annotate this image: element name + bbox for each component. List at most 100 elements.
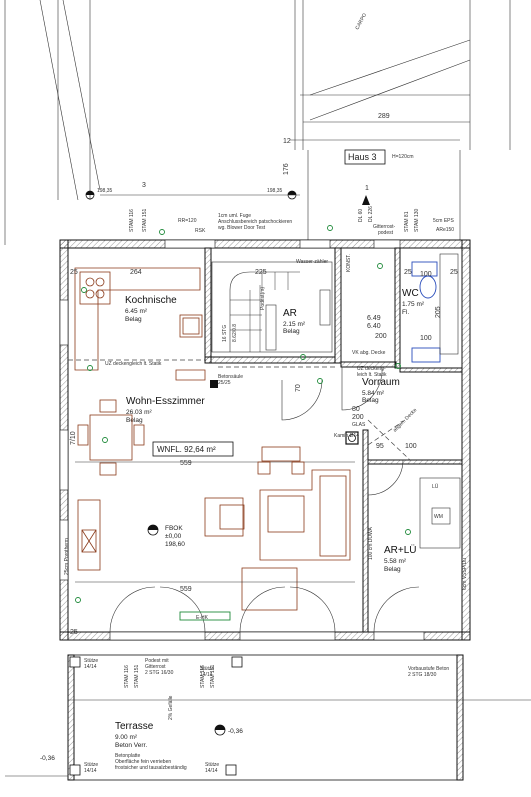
dim-25-c: 25 [450,269,458,276]
ehk-label: E-HK [196,615,209,621]
dim-100-a: 100 [420,335,432,342]
stam-116-top: STAM 116 [129,209,135,232]
stuetze-br-dim: 14/14 [205,768,218,774]
dim-25-a: 25 [70,269,78,276]
fbok-label: FBOK [165,525,183,532]
dim-205: 205 [435,306,442,318]
fbok-value-2: 198,60 [165,541,185,548]
house-badge [344,149,386,165]
uz-deckeng: UZ deckeng- [357,366,386,372]
room-terrasse-floor: Beton Verr. [115,742,147,749]
room-wohn-floor: Belag [126,417,143,424]
dim-25-b: 25 [404,269,412,276]
podest-mit: Podest mit [145,658,169,664]
stam-151-top: STAM 151 [142,209,148,232]
stg-bottom: 2 STG 16/30 [145,670,174,676]
abgeh-decke: abgeh. Decke [392,407,418,433]
fixture-markers [75,225,411,603]
dim-70: 70 [295,384,302,392]
room-kochnische-name: Kochnische [125,295,177,306]
elev-left: 198,35 [97,188,113,194]
chimney [345,431,359,445]
room-ar-area: 2.15 m² [283,321,306,328]
betonsaeule: Betonsäule [218,374,243,380]
dim-12: 12 [283,138,291,145]
axis-3: 3 [142,182,146,189]
kamin-label: Kamin Ø14 [334,433,359,439]
stuetze-bl-dim: 14/14 [84,768,97,774]
stuetze-mid: Stütze [200,666,214,672]
dim-100-b: 100 [420,271,432,278]
room-vorraum-name: Vorraum [362,377,400,388]
terrace: Stütze 14/14 Podest mit Gitterrost 2 STG… [5,654,531,781]
dim-289: 289 [378,113,390,120]
anschluss-note: Anschlussbereich patschockieren [218,219,292,225]
dim-559-b: 559 [180,586,192,593]
dim-7-10: 7/10 [70,431,77,445]
uz-note: UZ deckengleich lt. Statik [105,361,162,367]
elev-terrace-left: -0,36 [40,755,55,762]
oberflaeche-note: Oberfläche fein verrieben [115,759,171,765]
heater [179,611,231,621]
podest-right: Podest(m) [260,287,266,310]
dim-200-a: 200 [375,333,387,340]
porotherm-label: 25cm Porotherm [64,538,70,575]
stam-bottom-4: STAM 151 [210,665,216,688]
rsk-note: RSK [195,228,206,234]
rr-note: RR=120 [178,218,197,224]
carport-area: CARPO 289 12 176 Haus 3 H=120cm [4,0,511,245]
room-ar-name: AR [283,308,297,319]
room-kochnische-floor: Belag [125,316,142,323]
room-wohn-name: Wohn-Esszimmer [126,396,205,407]
gitterrost-bottom: Gitterrost [145,664,166,670]
elev-right: 198,35 [267,188,283,194]
house-height: H=120cm [392,154,414,160]
gefaelle-label: 2% Gefälle [168,695,174,720]
axis-1: 1 [365,185,369,192]
stg-right: 2 STG 18/30 [408,672,437,678]
wm-label: WM [434,514,443,520]
dim-559-a: 559 [180,460,192,467]
room-wc-area: 1.75 m² [402,301,425,308]
stuetze-left-dim: 14/14 [84,664,97,670]
gitterrost-label: Gitterrost- [373,224,396,230]
uz-statik: leich lt. Statik [357,372,387,378]
fuge-note: 1cm uml. Fuge [218,213,251,219]
dim-100-c: 100 [405,443,417,450]
exterior-walls [59,239,471,641]
dim-225: 225 [255,269,267,276]
vorbau-label: Vorbaustufe Beton [408,666,449,672]
vk-note: VK abg. Decke [352,350,386,356]
room-wc-name: WC [402,288,419,299]
stam-130: STAM 130 [414,209,420,232]
stair-ar: AR 2.15 m² Belag 225 Wasser-zähler 16 ST… [211,254,352,353]
stuetze-bl: Stütze [84,762,98,768]
carport-label: CARPO [354,12,368,31]
stuetze-left: Stütze [84,658,98,664]
glas-label: GLAS [352,422,366,428]
eps-note: 5cm EPS [433,218,455,224]
dim-640: 6.40 [367,323,381,330]
konst: KONST. [346,254,352,272]
wasserzaehler: Wasser-zähler [296,259,328,265]
podest-label: podest [378,230,394,236]
room-kochnische-area: 6.45 m² [125,308,148,315]
house-label: Haus 3 [348,152,377,162]
header-notes: STAM 116 STAM 151 RR=120 RSK 1cm uml. Fu… [129,206,455,236]
lue-label: LÜ [432,483,439,490]
betonplatte-note: Betonplatte [115,753,141,759]
room-terrasse-name: Terrasse [115,721,154,732]
room-terrasse-area: 9.00 m² [115,734,138,741]
interior-walls [204,247,463,633]
dl-226: DL 226 [368,206,374,222]
wnfl-label: WNFL. 92,64 m² [157,445,216,454]
room-vorraum-floor: Belag [362,397,379,404]
dim-264: 264 [130,269,142,276]
betonsaeule-dim: 25/25 [218,380,231,386]
living-dining: UZ deckengleich lt. Statik Wohn-Esszimme… [64,359,355,636]
room-wc-floor: Fl. [402,309,409,316]
porotherm-right: 6cm VSSP/Dü [462,558,468,590]
axis-markers: 3 1 198,35 198,35 [85,182,370,205]
stuetze-mid-dim: 14/14 [200,672,213,678]
